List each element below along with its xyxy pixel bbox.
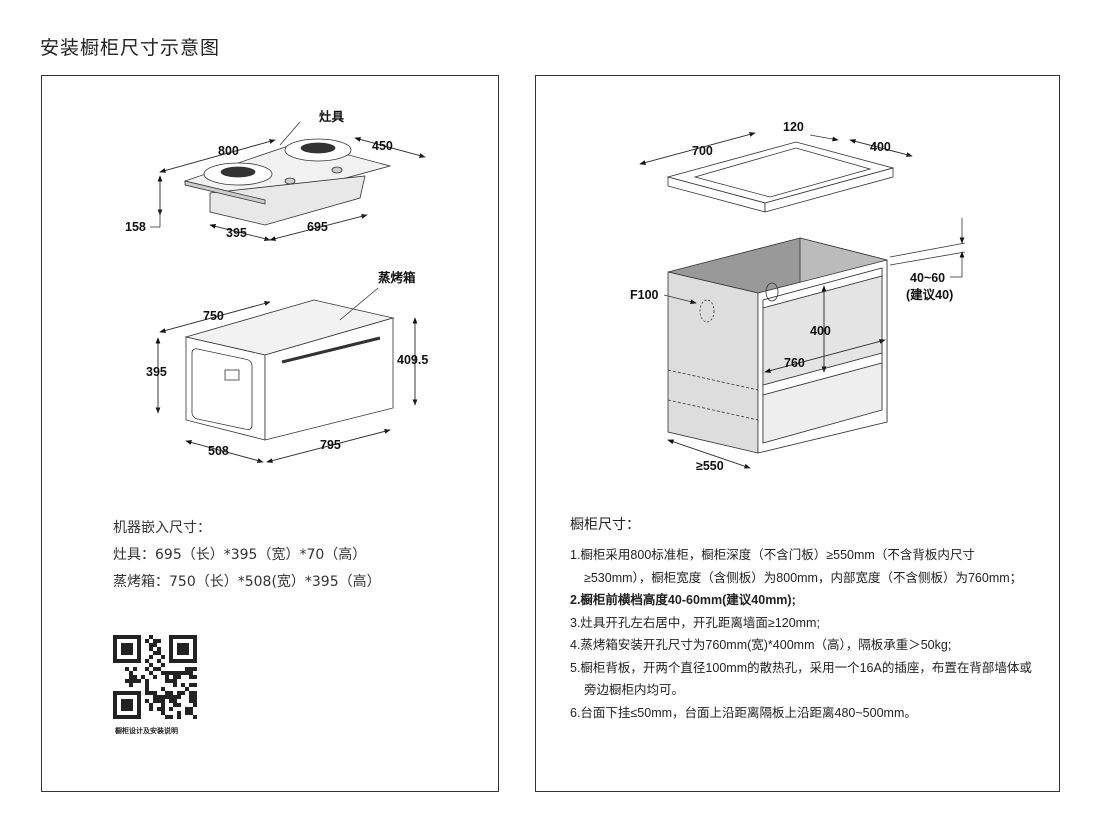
qr-code[interactable] (113, 635, 197, 719)
dim-400-opening: 400 (810, 324, 831, 338)
embed-dimensions: 机器嵌入尺寸： 灶具：695（长）*395（宽）*70（高） 蒸烤箱：750（长… (113, 515, 381, 596)
dim-395-oven: 395 (146, 365, 167, 379)
dim-395: 395 (226, 226, 247, 240)
dim-550: ≥550 (696, 459, 724, 473)
cooktop-drawing (150, 121, 426, 241)
countertop-drawing (639, 132, 913, 213)
dim-450: 450 (372, 139, 393, 153)
dim-409-5: 409.5 (397, 353, 428, 367)
dim-f100: F100 (630, 288, 659, 302)
spec-item: 1.橱柜采用800标准柜，橱柜深度（不含门板）≥550mm（不含背板内尺寸≥53… (570, 548, 1023, 585)
embed-heading: 机器嵌入尺寸： (113, 520, 211, 536)
dim-400-counter: 400 (870, 140, 891, 154)
dim-795: 795 (320, 438, 341, 452)
spec-heading: 橱柜尺寸： (570, 516, 640, 532)
embed-line-cooktop: 灶具：695（长）*395（宽）*70（高） (113, 547, 367, 563)
dim-695: 695 (307, 220, 328, 234)
dim-700: 700 (692, 144, 713, 158)
cabinet-drawing (663, 218, 966, 469)
right-panel (535, 75, 1060, 792)
spec-item: 4.蒸烤箱安装开孔尺寸为760mm(宽)*400mm（高），隔板承重＞50kg; (570, 638, 952, 652)
page-title: 安装橱柜尺寸示意图 (40, 37, 221, 59)
spec-item: 2.橱柜前横档高度40-60mm(建议40mm); (570, 593, 796, 607)
dim-750: 750 (203, 309, 224, 323)
dim-508: 508 (208, 444, 229, 458)
dim-120: 120 (783, 120, 804, 134)
dim-800: 800 (218, 144, 239, 158)
oven-drawing (155, 287, 418, 463)
spec-item: 5.橱柜背板，开两个直径100mm的散热孔，采用一个16A的插座，布置在背部墙体… (570, 660, 1032, 698)
dim-760: 760 (784, 356, 805, 370)
qr-caption: 橱柜设计及安装说明 (115, 727, 178, 735)
spec-item: 6.台面下挂≤50mm，台面上沿距离隔板上沿距离480~500mm。 (570, 705, 917, 720)
embed-line-oven: 蒸烤箱：750（长）*508(宽）*395（高） (113, 574, 381, 590)
oven-label: 蒸烤箱 (378, 270, 416, 285)
cooktop-label: 灶具 (319, 109, 345, 124)
cabinet-spec: 橱柜尺寸： 1.橱柜采用800标准柜，橱柜深度（不含门板）≥550mm（不含背板… (570, 514, 1040, 724)
dim-158: 158 (125, 220, 146, 234)
dim-40-60: 40~60 (910, 271, 945, 285)
dim-rail-note: (建议40) (906, 287, 953, 302)
left-panel (41, 75, 499, 792)
spec-item: 3.灶具开孔左右居中，开孔距离墙面≥120mm; (570, 615, 820, 630)
